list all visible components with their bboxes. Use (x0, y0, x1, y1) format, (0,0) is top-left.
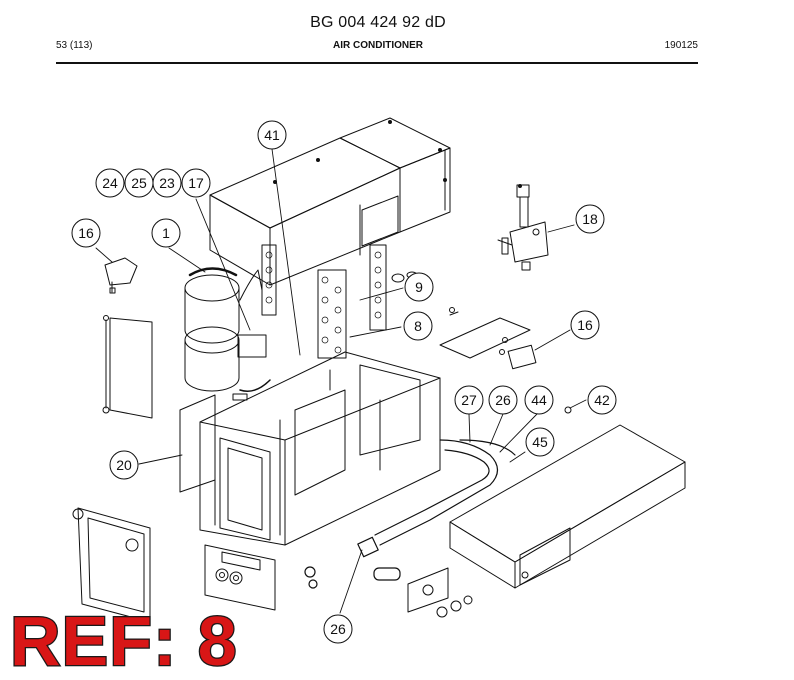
callout-circle-9 (404, 272, 434, 302)
callout-circle-27 (454, 385, 484, 415)
callout-label-16a: 16 (78, 225, 94, 241)
callout-circle-16b (570, 310, 600, 340)
drain-tray (449, 424, 686, 589)
callout-label-9: 9 (415, 279, 423, 295)
callout-label-16b: 16 (577, 317, 593, 333)
callout-circle-41 (257, 120, 287, 150)
callout-label-18: 18 (582, 211, 598, 227)
callout-circle-23 (152, 168, 182, 198)
callout-label-17: 17 (188, 175, 204, 191)
callout-circle-8 (403, 311, 433, 341)
callout-label-25: 25 (131, 175, 147, 191)
leader-lines (95, 148, 587, 614)
callout-labels: 41 24 25 23 17 16 1 18 9 8 16 27 26 44 4… (78, 127, 610, 637)
reference-label: REF: 8 (9, 602, 238, 680)
side-panel-left (102, 315, 153, 419)
header-rule (56, 62, 698, 64)
callout-label-26b: 26 (330, 621, 346, 637)
callout-circle-20 (109, 450, 139, 480)
callout-circle-18 (575, 204, 605, 234)
callout-label-8: 8 (414, 318, 422, 334)
expansion-valve (497, 184, 549, 271)
callout-circle-42 (587, 385, 617, 415)
callout-label-23: 23 (159, 175, 175, 191)
insulation-panel (179, 394, 216, 493)
hose-assembly (304, 439, 516, 589)
date-code: 190125 (664, 40, 698, 51)
callout-label-45: 45 (532, 434, 548, 450)
mounting-plate (407, 567, 473, 618)
evaporator-coils (261, 244, 387, 359)
callout-circle-1 (151, 218, 181, 248)
callout-circle-16a (71, 218, 101, 248)
callout-circles (71, 120, 617, 644)
connector-left (104, 257, 138, 294)
blower-unit (184, 267, 271, 401)
callout-circle-24 (95, 168, 125, 198)
callout-label-41: 41 (264, 127, 280, 143)
callout-label-26a: 26 (495, 392, 511, 408)
callout-label-24: 24 (102, 175, 118, 191)
callout-circle-26b (323, 614, 353, 644)
page-number: 53 (113) (56, 40, 93, 51)
callout-label-44: 44 (531, 392, 547, 408)
callout-label-20: 20 (116, 457, 132, 473)
relay-bracket (439, 307, 572, 414)
evaporator-housing (209, 117, 451, 286)
callout-circle-44 (524, 385, 554, 415)
front-cover-panel (72, 507, 151, 623)
callout-circle-17 (181, 168, 211, 198)
callout-label-42: 42 (594, 392, 610, 408)
main-frame (199, 351, 441, 611)
callout-label-1: 1 (162, 225, 170, 241)
callout-label-27: 27 (461, 392, 477, 408)
document-number: BG 004 424 92 dD (310, 14, 446, 31)
callout-circle-45 (525, 427, 555, 457)
callout-circle-26a (488, 385, 518, 415)
section-title: AIR CONDITIONER (333, 40, 423, 51)
